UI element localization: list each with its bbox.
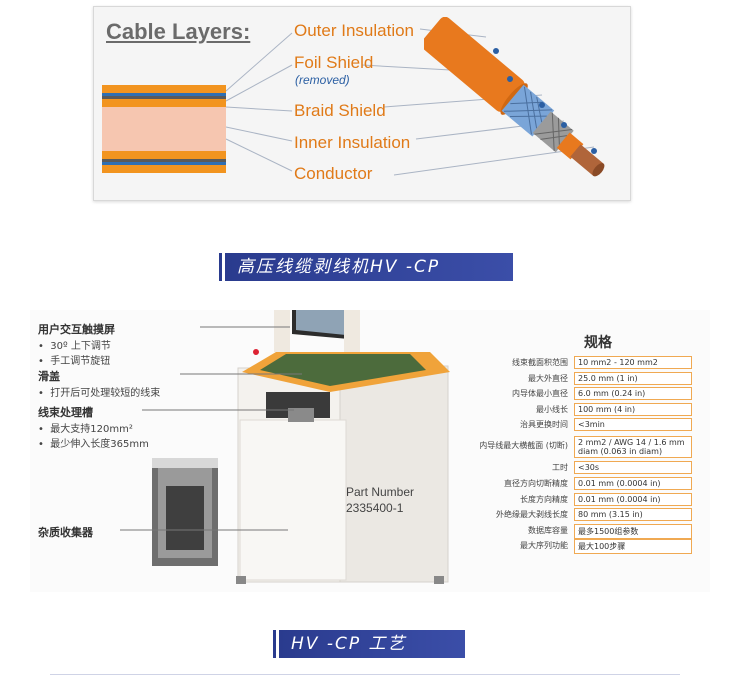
annotation-harness-slot: 线束处理槽 • 最大支持120mm² • 最少伸入长度365mm	[38, 404, 149, 450]
annotation-slide-cover: 滑盖 • 打开后可处理较短的线束	[38, 368, 160, 399]
annotation-harness-slot-item: • 最大支持120mm²	[38, 424, 133, 435]
spec-title: 规格	[584, 335, 612, 351]
spec-key: 直径方向切断精度	[504, 479, 568, 488]
annotation-touchscreen-item: • 30º 上下调节	[38, 341, 111, 352]
spec-value: <30s	[574, 461, 692, 474]
label-foil-shield: Foil Shield	[294, 53, 374, 72]
annotation-touchscreen-item: • 手工调节旋钮	[38, 356, 111, 367]
spec-value: 最多1500组参数	[574, 524, 692, 539]
part-number-value: 2335400-1	[346, 501, 404, 515]
part-number: Part Number 2335400-1	[346, 484, 414, 516]
annotation-debris-collector: 杂质收集器	[38, 526, 93, 539]
banner-accent-bar	[219, 253, 222, 281]
spec-key: 数据库容量	[528, 526, 568, 535]
process-title-banner: HV -CP 工艺	[279, 630, 465, 658]
cable-photo-illustration	[424, 17, 605, 177]
annotation-touchscreen: 用户交互触摸屏 • 30º 上下调节 • 手工调节旋钮	[38, 321, 115, 367]
spec-key: 工时	[552, 463, 568, 472]
spec-key: 内导线最大横截面 (切断)	[479, 441, 568, 450]
spec-value: 0.01 mm (0.0004 in)	[574, 493, 692, 506]
spec-value: 10 mm2 - 120 mm2	[574, 356, 692, 369]
annotation-slide-cover-title: 滑盖	[38, 370, 60, 383]
spec-value: 6.0 mm (0.24 in)	[574, 387, 692, 400]
spec-value: 最大100步骤	[574, 539, 692, 554]
spec-key: 最大外直径	[528, 374, 568, 383]
spec-key: 最小线长	[536, 405, 568, 414]
spec-value: 2 mm2 / AWG 14 / 1.6 mm diam (0.063 in d…	[574, 436, 692, 458]
spec-key: 线束截面积范围	[512, 358, 568, 367]
bottom-divider	[50, 674, 680, 675]
annotation-harness-slot-item: • 最少伸入长度365mm	[38, 439, 149, 450]
spec-value: 0.01 mm (0.0004 in)	[574, 477, 692, 490]
touchscreen-item-knob: 手工调节旋钮	[50, 356, 111, 367]
label-conductor: Conductor	[294, 164, 373, 183]
cable-cross-section	[102, 85, 226, 173]
spec-value: 100 mm (4 in)	[574, 403, 692, 416]
label-braid-shield: Braid Shield	[294, 101, 386, 120]
spec-value: <3min	[574, 418, 692, 431]
cable-layers-title: Cable Layers:	[106, 19, 251, 44]
spec-value: 25.0 mm (1 in)	[574, 372, 692, 385]
spec-key: 外绝缘最大剥线长度	[496, 510, 568, 519]
label-outer-insulation: Outer Insulation	[294, 21, 415, 40]
slide-cover-item: 打开后可处理较短的线束	[50, 388, 161, 399]
annotation-harness-slot-title: 线束处理槽	[38, 406, 93, 419]
spec-key: 长度方向精度	[520, 495, 568, 504]
cable-layers-panel: Cable Layers: Outer Insulation Foil Shie…	[93, 6, 631, 201]
spec-value: 80 mm (3.15 in)	[574, 508, 692, 521]
annotation-touchscreen-title: 用户交互触摸屏	[38, 323, 115, 336]
harness-slot-item-max: 最大支持120mm²	[50, 424, 133, 435]
banner-accent-bar	[273, 630, 276, 658]
spec-key: 治具更换时间	[520, 420, 568, 429]
label-inner-insulation: Inner Insulation	[294, 133, 411, 152]
spec-key: 最大序列功能	[520, 541, 568, 550]
harness-slot-item-min: 最少伸入长度365mm	[50, 439, 149, 450]
label-foil-shield-removed: (removed)	[295, 73, 350, 87]
touchscreen-item-adjust: 30º 上下调节	[50, 341, 111, 352]
machine-title-banner: 高压线缆剥线机HV -CP	[225, 253, 513, 281]
annotation-slide-cover-item: • 打开后可处理较短的线束	[38, 388, 161, 399]
part-number-label: Part Number	[346, 485, 415, 499]
spec-key: 内导体最小直径	[512, 389, 568, 398]
